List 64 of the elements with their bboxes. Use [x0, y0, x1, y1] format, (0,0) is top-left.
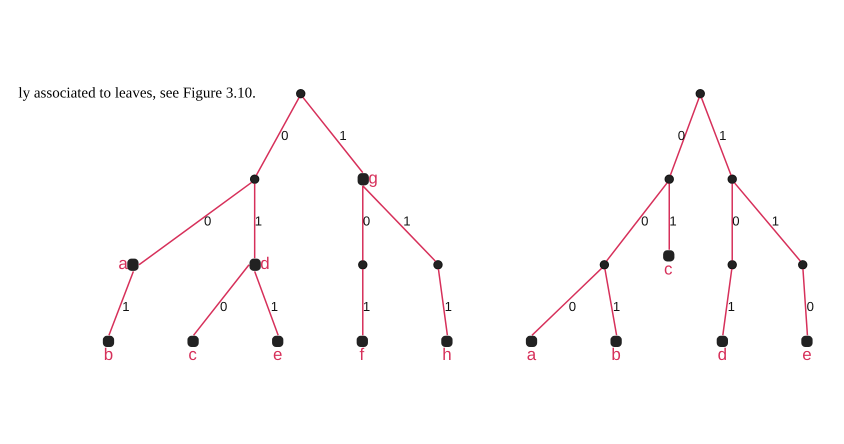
node-label: a — [118, 254, 128, 273]
node-label: a — [526, 345, 536, 364]
edge-label: 1 — [772, 213, 780, 228]
edge-label: 1 — [254, 213, 262, 228]
connector — [722, 268, 733, 336]
connector — [604, 268, 618, 336]
edge-label: 0 — [806, 299, 814, 314]
node-circle — [664, 174, 674, 184]
connector — [362, 185, 436, 262]
edge-label: 1 — [122, 299, 130, 314]
edge-label: 1 — [362, 299, 370, 314]
edge-label: 1 — [403, 213, 411, 228]
node-label: f — [359, 345, 364, 364]
node-circle — [728, 174, 737, 184]
node-label: b — [104, 345, 114, 364]
connector — [802, 269, 808, 336]
node-label: c — [664, 260, 673, 279]
connector — [138, 182, 252, 266]
edge-label: 0 — [568, 299, 576, 314]
edge-label: 1 — [719, 128, 726, 143]
node-label: h — [442, 345, 452, 364]
node-label: b — [611, 345, 621, 364]
node-circle — [600, 260, 610, 270]
connector — [192, 264, 250, 336]
edge-label: 0 — [281, 128, 288, 143]
edge-label: 0 — [220, 299, 228, 314]
edge-label: 1 — [669, 213, 677, 228]
node-circle — [696, 88, 705, 98]
connector — [668, 184, 670, 250]
edge-label: 1 — [339, 128, 347, 143]
connector — [254, 184, 256, 258]
edge-label: 1 — [444, 299, 452, 314]
edge-label: 1 — [612, 299, 620, 314]
connector — [256, 97, 300, 176]
connector — [438, 268, 448, 336]
edge-label: 1 — [270, 299, 278, 314]
node-label: c — [188, 345, 197, 364]
connector — [700, 98, 732, 176]
node-label: e — [273, 345, 282, 364]
label: ly associated to leaves, see Figure 3.10. — [18, 85, 256, 102]
connector — [531, 268, 602, 336]
node-circle — [433, 260, 443, 270]
node-circle — [296, 88, 306, 98]
node-label: e — [802, 345, 812, 364]
node-circle — [250, 174, 260, 184]
node-circle — [798, 260, 808, 270]
edge-label: 0 — [204, 213, 212, 228]
node-circle — [358, 260, 368, 270]
edge-label: 0 — [678, 128, 686, 143]
connector — [302, 97, 364, 174]
connector — [670, 98, 700, 176]
node-label: d — [260, 254, 270, 273]
connector — [606, 182, 668, 262]
node-label: d — [718, 345, 728, 364]
connector — [362, 186, 364, 260]
edge-label: 0 — [641, 213, 648, 228]
connector — [254, 271, 279, 336]
connector — [362, 269, 364, 336]
edge-label: 1 — [728, 299, 735, 314]
connector — [734, 182, 801, 262]
connector — [108, 271, 134, 336]
node-label: g — [368, 168, 378, 188]
connector — [731, 184, 733, 260]
node-circle — [728, 260, 737, 270]
